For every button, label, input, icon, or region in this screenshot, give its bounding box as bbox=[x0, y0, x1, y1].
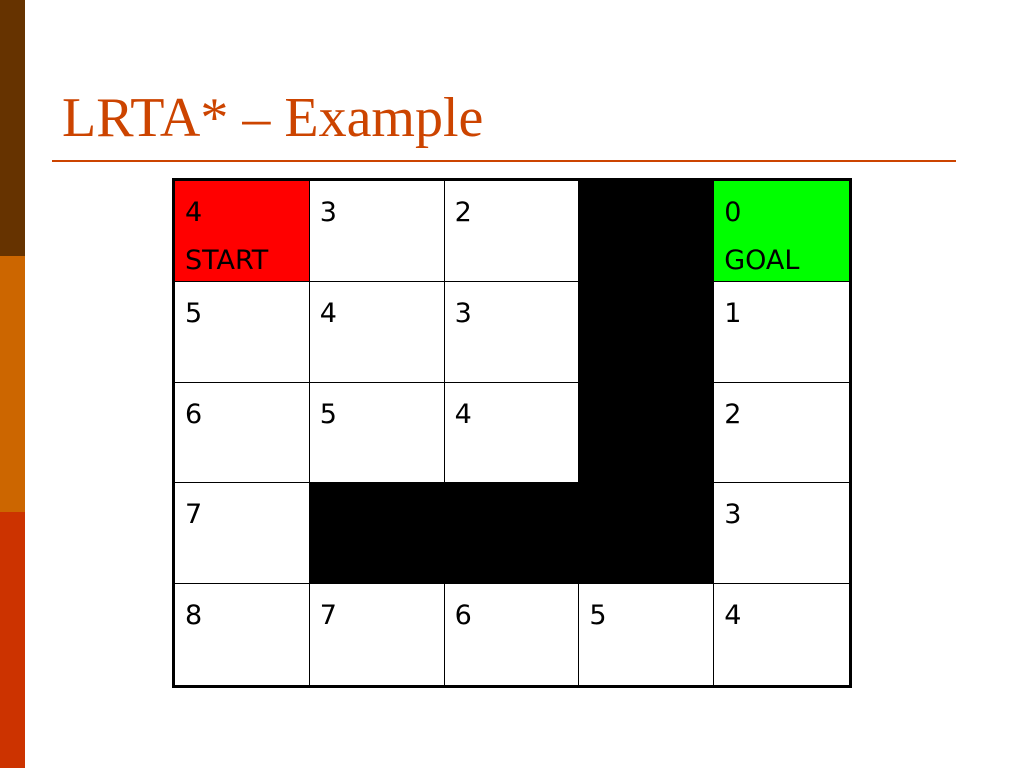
grid-cell: 4 bbox=[309, 281, 445, 383]
grid-cell: 6 bbox=[175, 382, 310, 484]
grid-cell: 1 bbox=[714, 281, 849, 383]
grid-cell: 3 bbox=[714, 483, 849, 585]
cell-value: 7 bbox=[185, 499, 203, 531]
grid-cell: 7 bbox=[309, 584, 445, 685]
grid-cell: 5 bbox=[175, 281, 310, 383]
grid-cell: 5 bbox=[309, 382, 445, 484]
cell-value: 1 bbox=[724, 297, 742, 329]
grid-cell: 2 bbox=[444, 181, 580, 282]
wall-cell bbox=[579, 483, 715, 585]
cell-label: GOAL bbox=[724, 245, 800, 276]
cell-value: 5 bbox=[319, 398, 337, 430]
cell-value: 7 bbox=[319, 600, 337, 632]
cell-label: START bbox=[185, 245, 269, 276]
cell-value: 3 bbox=[724, 499, 742, 531]
grid-cell: 4 bbox=[714, 584, 849, 685]
grid-cell: 4 bbox=[444, 382, 580, 484]
cell-value: 6 bbox=[185, 398, 203, 430]
grid-cell: 3 bbox=[444, 281, 580, 383]
wall-cell bbox=[444, 483, 580, 585]
side-bar-bottom bbox=[0, 512, 25, 768]
wall-cell bbox=[579, 382, 715, 484]
cell-value: 0 bbox=[724, 197, 742, 228]
title-divider bbox=[52, 160, 956, 162]
grid-cell: 2 bbox=[714, 382, 849, 484]
grid-cell: 6 bbox=[444, 584, 580, 685]
cell-value: 2 bbox=[724, 398, 742, 430]
cell-value: 4 bbox=[454, 398, 472, 430]
grid-cell: 5 bbox=[579, 584, 715, 685]
cell-value: 2 bbox=[454, 197, 472, 228]
cell-value: 8 bbox=[185, 600, 203, 632]
grid-cell: 7 bbox=[175, 483, 310, 585]
side-bar-middle bbox=[0, 256, 25, 512]
slide-title: LRTA* – Example bbox=[62, 87, 484, 149]
wall-cell bbox=[309, 483, 445, 585]
cell-value: 3 bbox=[454, 297, 472, 329]
grid-cell: 3 bbox=[309, 181, 445, 282]
wall-cell bbox=[579, 281, 715, 383]
cell-value: 3 bbox=[319, 197, 337, 228]
cell-value: 5 bbox=[185, 297, 203, 329]
cell-value: 4 bbox=[185, 197, 203, 228]
cell-value: 4 bbox=[319, 297, 337, 329]
cell-value: 6 bbox=[454, 600, 472, 632]
grid-cell: 8 bbox=[175, 584, 310, 685]
side-bar-top bbox=[0, 0, 25, 256]
cell-value: 5 bbox=[589, 600, 607, 632]
cell-value: 4 bbox=[724, 600, 742, 632]
wall-cell bbox=[579, 181, 715, 282]
